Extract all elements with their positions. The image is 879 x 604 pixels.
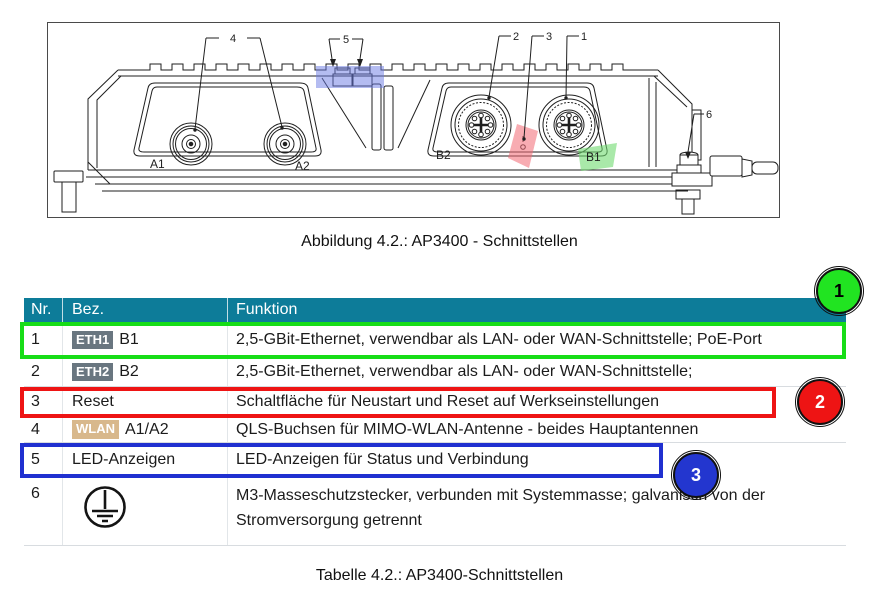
table-header-row: Nr. Bez. Funktion [24, 298, 846, 322]
table-caption: Tabelle 4.2.: AP3400-Schnittstellen [315, 567, 564, 584]
eth2-badge: ETH2 [72, 362, 114, 382]
cell-bez: ETH1 B1 [62, 322, 227, 358]
label-a2: A2 [295, 159, 310, 173]
cell-bez: ETH2 B2 [62, 358, 227, 386]
ethernet-connector-b1 [538, 94, 600, 156]
cell-funktion: M3-Masseschutzstecker, verbunden mit Sys… [227, 477, 846, 545]
cell-nr: 5 [31, 451, 40, 468]
cell-funktion: 2,5-GBit-Ethernet, verwendbar als LAN- o… [227, 322, 846, 358]
table-row-6: 6 M3-Masseschutzstecker, verbunden mit S… [24, 477, 846, 546]
cell-nr: 2 [31, 363, 40, 380]
callout-5: 5 [343, 34, 349, 46]
table-row-3: 3 Reset Schaltfläche für Neustart und Re… [24, 387, 846, 417]
cell-nr: 3 [31, 393, 40, 410]
marker-circle-3: 3 [670, 449, 722, 501]
cell-funktion: Schaltfläche für Neustart und Reset auf … [227, 387, 846, 417]
marker-circle-2: 2 [794, 376, 846, 428]
device-figure: A1 A2 B2 B1 4 5 2 3 1 6 [47, 22, 780, 218]
cell-nr: 4 [31, 420, 40, 438]
cell-bez: Reset [62, 387, 227, 417]
table-row-4: 4 WLAN A1/A2 QLS-Buchsen für MIMO-WLAN-A… [24, 417, 846, 443]
ethernet-connector-b2 [450, 94, 512, 156]
table-row-5: 5 LED-Anzeigen LED-Anzeigen für Status u… [24, 443, 846, 477]
callout-3: 3 [546, 31, 552, 43]
label-b1: B1 [586, 150, 601, 164]
callout-4: 4 [230, 33, 236, 45]
led-highlight [316, 66, 384, 88]
bez-text: B2 [119, 363, 139, 380]
antenna-panel [133, 82, 322, 157]
bez-text: Reset [72, 393, 114, 410]
table-row-1: 1 ETH1 B1 2,5-GBit-Ethernet, verwendbar … [24, 322, 846, 358]
cell-bez [62, 477, 227, 545]
bez-text: B1 [119, 331, 139, 348]
reset-highlight [508, 124, 538, 168]
cell-nr: 6 [31, 485, 40, 502]
col-header-nr: Nr. [31, 301, 52, 318]
antenna-connector-a1 [169, 122, 213, 166]
cell-bez: WLAN A1/A2 [62, 417, 227, 442]
cell-funktion: LED-Anzeigen für Status und Verbindung [227, 443, 846, 477]
col-header-funktion: Funktion [227, 298, 846, 322]
callout-1: 1 [581, 31, 587, 43]
protective-earth-icon [84, 486, 126, 528]
cell-funktion: 2,5-GBit-Ethernet, verwendbar als LAN- o… [227, 358, 846, 386]
ground-connector [671, 151, 779, 187]
col-header-bez: Bez. [62, 298, 227, 322]
label-a1: A1 [150, 157, 165, 171]
bez-text: A1/A2 [125, 420, 169, 438]
cell-funktion: QLS-Buchsen für MIMO-WLAN-Antenne - beid… [227, 417, 846, 442]
device-top-ribs [118, 63, 658, 71]
bez-text: LED-Anzeigen [72, 451, 176, 468]
b1-highlight [578, 143, 617, 171]
eth1-badge: ETH1 [72, 330, 114, 350]
mounting-bolt-left [53, 170, 84, 213]
figure-caption: Abbildung 4.2.: AP3400 - Schnittstellen [301, 233, 578, 250]
wlan-badge: WLAN [72, 420, 119, 439]
cell-bez: LED-Anzeigen [62, 443, 227, 477]
device-baseplate [86, 161, 700, 192]
mounting-bolt-right [675, 189, 701, 215]
marker-circle-1: 1 [813, 265, 865, 317]
antenna-connector-a2 [263, 122, 307, 166]
interface-table: Nr. Bez. Funktion 1 ETH1 B1 2,5-GBit-Eth… [24, 298, 846, 546]
callout-6: 6 [706, 109, 712, 121]
label-b2: B2 [436, 148, 451, 162]
cell-nr: 1 [31, 331, 40, 348]
table-row-2: 2 ETH2 B2 2,5-GBit-Ethernet, verwendbar … [24, 358, 846, 387]
figure-frame [47, 22, 780, 218]
callout-2: 2 [513, 31, 519, 43]
